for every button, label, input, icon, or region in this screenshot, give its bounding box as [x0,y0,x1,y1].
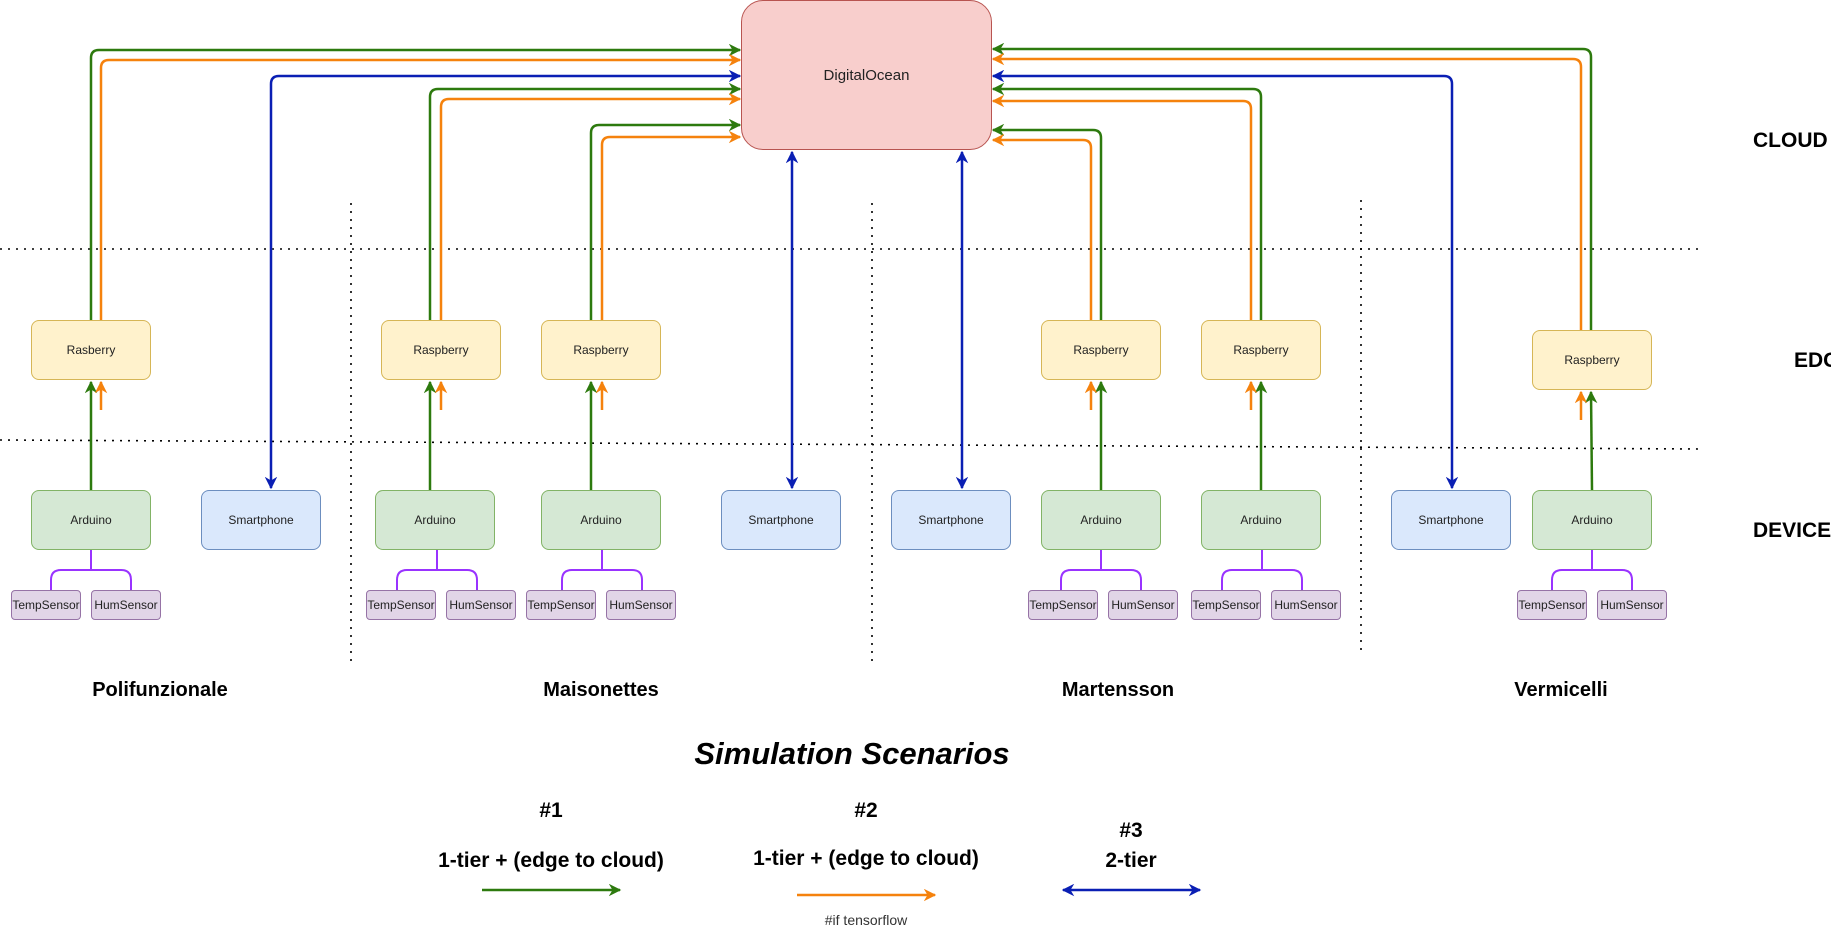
smartphone-node: Smartphone [721,490,841,550]
sensor-connectors [50,550,1633,590]
tier-label-device: DEVICE [1753,519,1831,542]
arduino-node: Arduino [1041,490,1161,550]
legend-scenario-1-id: #1 [539,799,563,822]
temp-sensor-node: TempSensor [1517,590,1587,620]
site-label-vermicelli: Vermicelli [1514,679,1608,701]
temp-sensor-node: TempSensor [366,590,436,620]
tier-label-cloud: CLOUD [1753,129,1828,152]
hum-sensor-node: HumSensor [91,590,161,620]
hum-sensor-node: HumSensor [1271,590,1341,620]
hum-sensor-node: HumSensor [606,590,676,620]
legend-arrows [482,883,1202,902]
edge-node-raspberry: Raspberry [1532,330,1652,390]
smartphone-node: Smartphone [201,490,321,550]
tier-label-edge: EDGE [1794,349,1831,372]
legend-scenario-2-id: #2 [854,799,878,822]
site-label-martensson: Martensson [1061,679,1175,701]
legend-scenario-2-note: #if tensorflow [824,912,908,928]
arduino-node: Arduino [31,490,151,550]
edge-node-raspberry: Raspberry [381,320,501,380]
legend-scenario-3-label: 2-tier [1105,849,1157,872]
temp-sensor-node: TempSensor [1028,590,1098,620]
site-label-polifunzionale: Polifunzionale [92,679,228,701]
digitalocean-cloud-node: DigitalOcean [741,0,992,150]
arduino-node: Arduino [1201,490,1321,550]
smartphone-node: Smartphone [891,490,1011,550]
edge-device-separator [0,439,1701,450]
edge-node-rasberry: Rasberry [31,320,151,380]
temp-sensor-node: TempSensor [1191,590,1261,620]
legend-scenario-2-label: 1-tier + (edge to cloud) [753,847,979,870]
legend-scenario-3-id: #3 [1119,819,1143,842]
smartphone-node: Smartphone [1391,490,1511,550]
edge-node-raspberry: Raspberry [541,320,661,380]
tier-separators [0,248,1701,450]
hum-sensor-node: HumSensor [1108,590,1178,620]
hum-sensor-node: HumSensor [1597,590,1667,620]
hum-sensor-node: HumSensor [446,590,516,620]
temp-sensor-node: TempSensor [11,590,81,620]
arduino-node: Arduino [375,490,495,550]
edge-node-raspberry: Raspberry [1041,320,1161,380]
legend-title: Simulation Scenarios [694,736,1010,771]
smartphone-cloud-arrows [264,69,1459,490]
edge-node-raspberry: Raspberry [1201,320,1321,380]
site-label-maisonettes: Maisonettes [543,679,659,701]
device-to-edge-arrows [84,380,1598,491]
arduino-node: Arduino [1532,490,1652,550]
legend-scenario-1-label: 1-tier + (edge to cloud) [438,849,664,872]
temp-sensor-node: TempSensor [526,590,596,620]
arduino-node: Arduino [541,490,661,550]
